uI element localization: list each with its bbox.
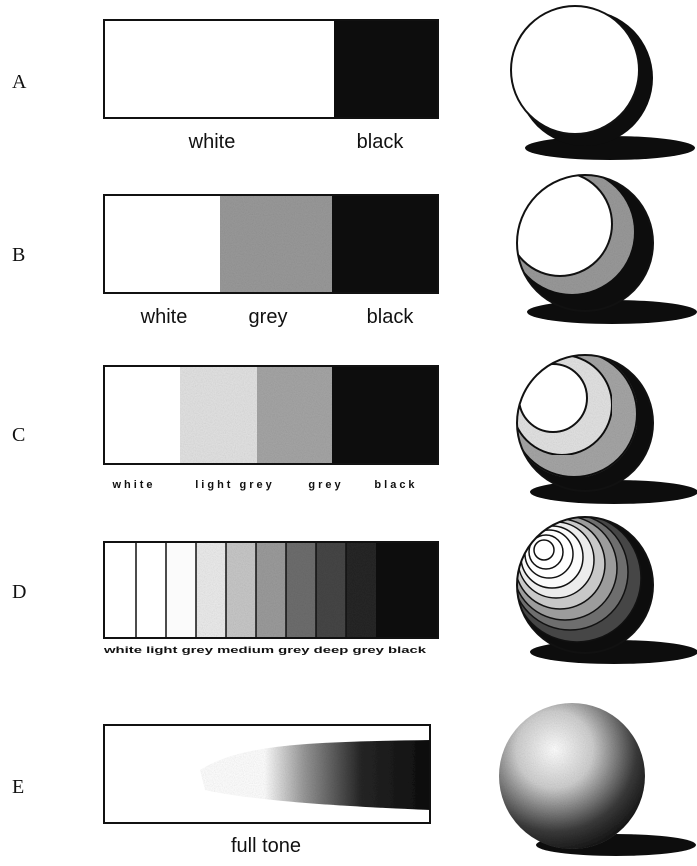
swatch-step-2	[136, 542, 166, 638]
tone-bar-e	[104, 725, 430, 823]
label-white: white	[140, 306, 188, 328]
swatch-black	[332, 195, 438, 293]
label-light-grey: light grey	[195, 479, 275, 491]
sphere-highlight	[511, 6, 639, 134]
swatch-step-9	[346, 542, 376, 638]
label-scale-d: white light grey medium grey deep grey b…	[102, 645, 427, 655]
swatch-grey	[257, 366, 332, 464]
row-letter-c: C	[12, 424, 25, 446]
label-black: black	[374, 479, 417, 491]
label-grey: grey	[308, 479, 343, 491]
sphere-highlight	[519, 364, 587, 432]
swatch-step-7	[286, 542, 316, 638]
swatch-black	[334, 20, 438, 118]
sphere-body	[499, 703, 645, 849]
label-full-tone: full tone	[231, 835, 301, 857]
swatch-white	[104, 366, 180, 464]
row-letter-e: E	[12, 776, 24, 798]
swatch-white	[104, 20, 334, 118]
swatch-step-3	[166, 542, 196, 638]
label-white: white	[188, 131, 236, 153]
swatch-step-8	[316, 542, 346, 638]
tone-bar-c	[104, 366, 438, 464]
swatch-grey	[220, 195, 332, 293]
sphere-e	[499, 703, 696, 856]
swatch-step-5	[226, 542, 256, 638]
swatch-black	[332, 366, 438, 464]
swatch-light-grey	[180, 366, 257, 464]
row-letter-d: D	[12, 581, 26, 603]
sphere-highlight	[508, 172, 612, 276]
row-letter-a: A	[12, 71, 27, 93]
sphere-a	[511, 6, 695, 160]
swatch-white	[104, 195, 220, 293]
label-white: white	[111, 479, 155, 491]
row-letter-b: B	[12, 244, 25, 266]
label-black: black	[367, 306, 415, 328]
sphere-d	[512, 514, 697, 664]
label-grey: grey	[249, 306, 288, 328]
tone-bar-a	[104, 20, 438, 118]
swatch-step-1	[104, 542, 136, 638]
swatch-step-4	[196, 542, 226, 638]
sphere-b	[508, 170, 697, 324]
label-black: black	[357, 131, 405, 153]
swatch-step-10	[376, 542, 438, 638]
swatch-step-6	[256, 542, 286, 638]
sphere-c	[511, 351, 697, 504]
tone-bar-b	[104, 195, 438, 293]
tone-bar-d	[104, 542, 438, 638]
